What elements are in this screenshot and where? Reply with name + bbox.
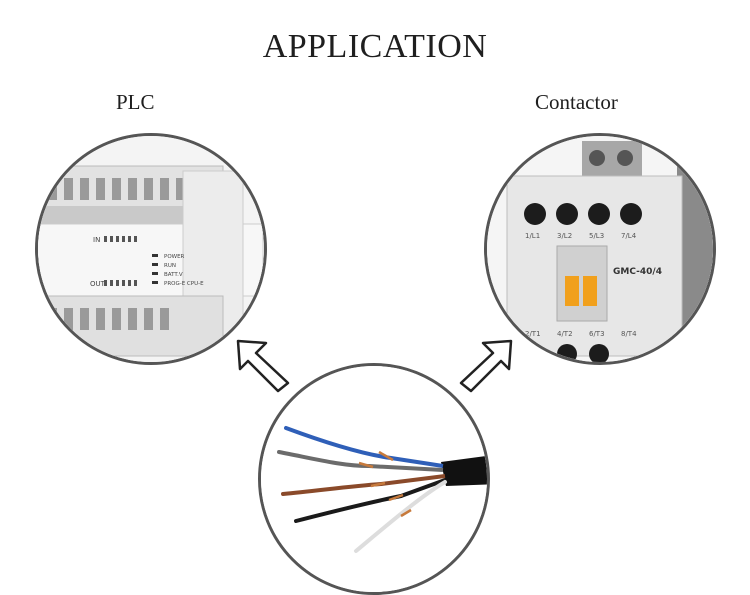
contactor-label: Contactor	[535, 90, 618, 114]
arrow-up-left-icon	[232, 335, 294, 398]
led-power: POWER	[164, 254, 185, 260]
page-title: APPLICATION	[262, 28, 488, 65]
plc-image: IN OUT POWER RUN BATT.V PROG-E CPU-E	[35, 133, 267, 365]
terminal-8t4: 8/T4	[621, 330, 637, 338]
terminal-1l1: 1/L1	[525, 232, 540, 240]
terminal-4t2: 4/T2	[557, 330, 573, 338]
led-prog: PROG-E CPU-E	[164, 281, 204, 287]
terminal-5l3: 5/L3	[589, 232, 604, 240]
led-run: RUN	[164, 263, 176, 269]
plc-label: PLC	[116, 90, 155, 114]
plc-in-label: IN	[93, 236, 100, 244]
plc-out-label: OUT	[90, 280, 106, 288]
arrow-up-right-icon	[455, 335, 517, 398]
led-batt: BATT.V	[164, 272, 183, 278]
terminal-6t3: 6/T3	[589, 330, 605, 338]
contactor-image: 1/L1 3/L2 5/L3 7/L4 GMC-40/4 2/T1 4/T2 6…	[484, 133, 716, 365]
terminal-7l4: 7/L4	[621, 232, 637, 240]
terminal-2t1: 2/T1	[525, 330, 541, 338]
terminal-3l2: 3/L2	[557, 232, 572, 240]
contactor-model: GMC-40/4	[613, 267, 662, 277]
